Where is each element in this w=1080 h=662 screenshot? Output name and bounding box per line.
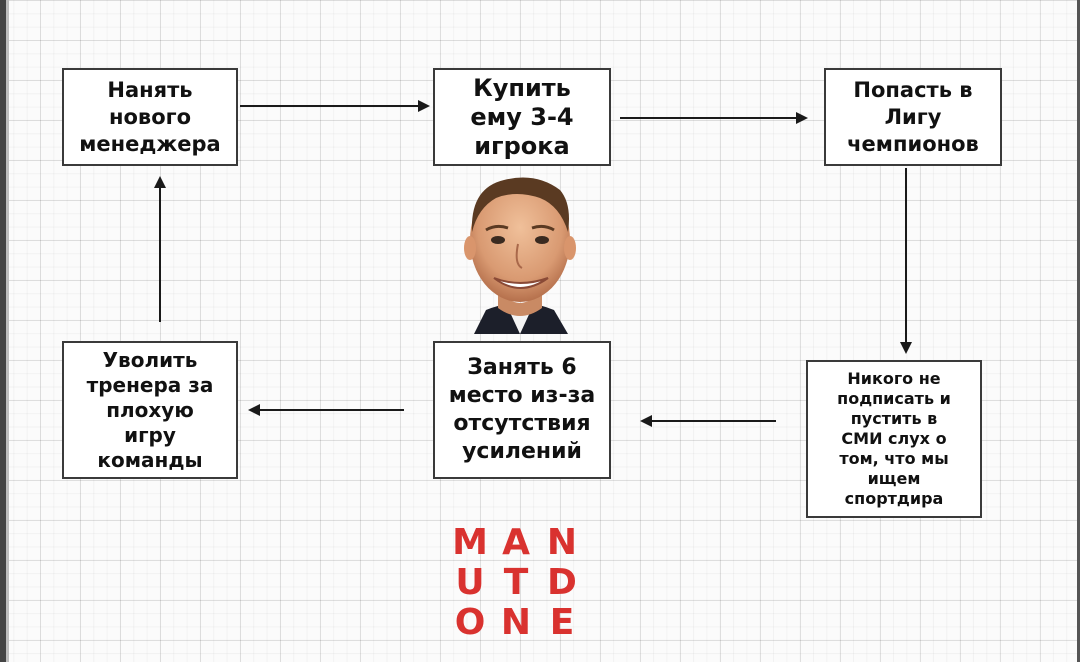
box-sixth-place-text: Занять 6 место из-за отсутствия усилений [448,355,596,464]
logo-letter: T [503,561,529,603]
logo-row-1: M A N [452,521,580,563]
box-hire-manager-text: Нанять нового менеджера [79,77,221,156]
logo-letter: D [547,561,577,603]
box-sporting-director-text: Никого не подписать и пустить в СМИ слух… [837,369,951,508]
logo-letter: A [502,521,530,563]
logo-letter: M [452,521,488,563]
logo-row-2: U T D [452,561,580,603]
executive-portrait [464,177,576,334]
logo-letter: N [500,601,532,643]
logo-row-3: O N E [452,601,580,643]
man-utd-one-logo: M A N U T D O N E [452,522,580,652]
left-frame-edge [0,0,6,662]
box-hire-manager: Нанять нового менеджера [62,68,238,166]
box-buy-players-text: Купить ему 3-4 игрока [470,73,574,160]
logo-letter: E [549,601,575,643]
box-sporting-director: Никого не подписать и пустить в СМИ слух… [806,360,982,518]
logo-letter: O [454,601,486,643]
left-frame-inner-edge [6,0,9,662]
box-fire-coach-text: Уволить тренера за плохую игру команды [86,347,214,472]
box-fire-coach: Уволить тренера за плохую игру команды [62,341,238,479]
box-sixth-place: Занять 6 место из-за отсутствия усилений [433,341,611,479]
logo-letter: U [455,561,485,603]
box-champions-league-text: Попасть в Лигу чемпионов [847,77,979,156]
right-frame-edge [1077,0,1080,662]
box-buy-players: Купить ему 3-4 игрока [433,68,611,166]
logo-letter: N [546,521,578,563]
box-champions-league: Попасть в Лигу чемпионов [824,68,1002,166]
